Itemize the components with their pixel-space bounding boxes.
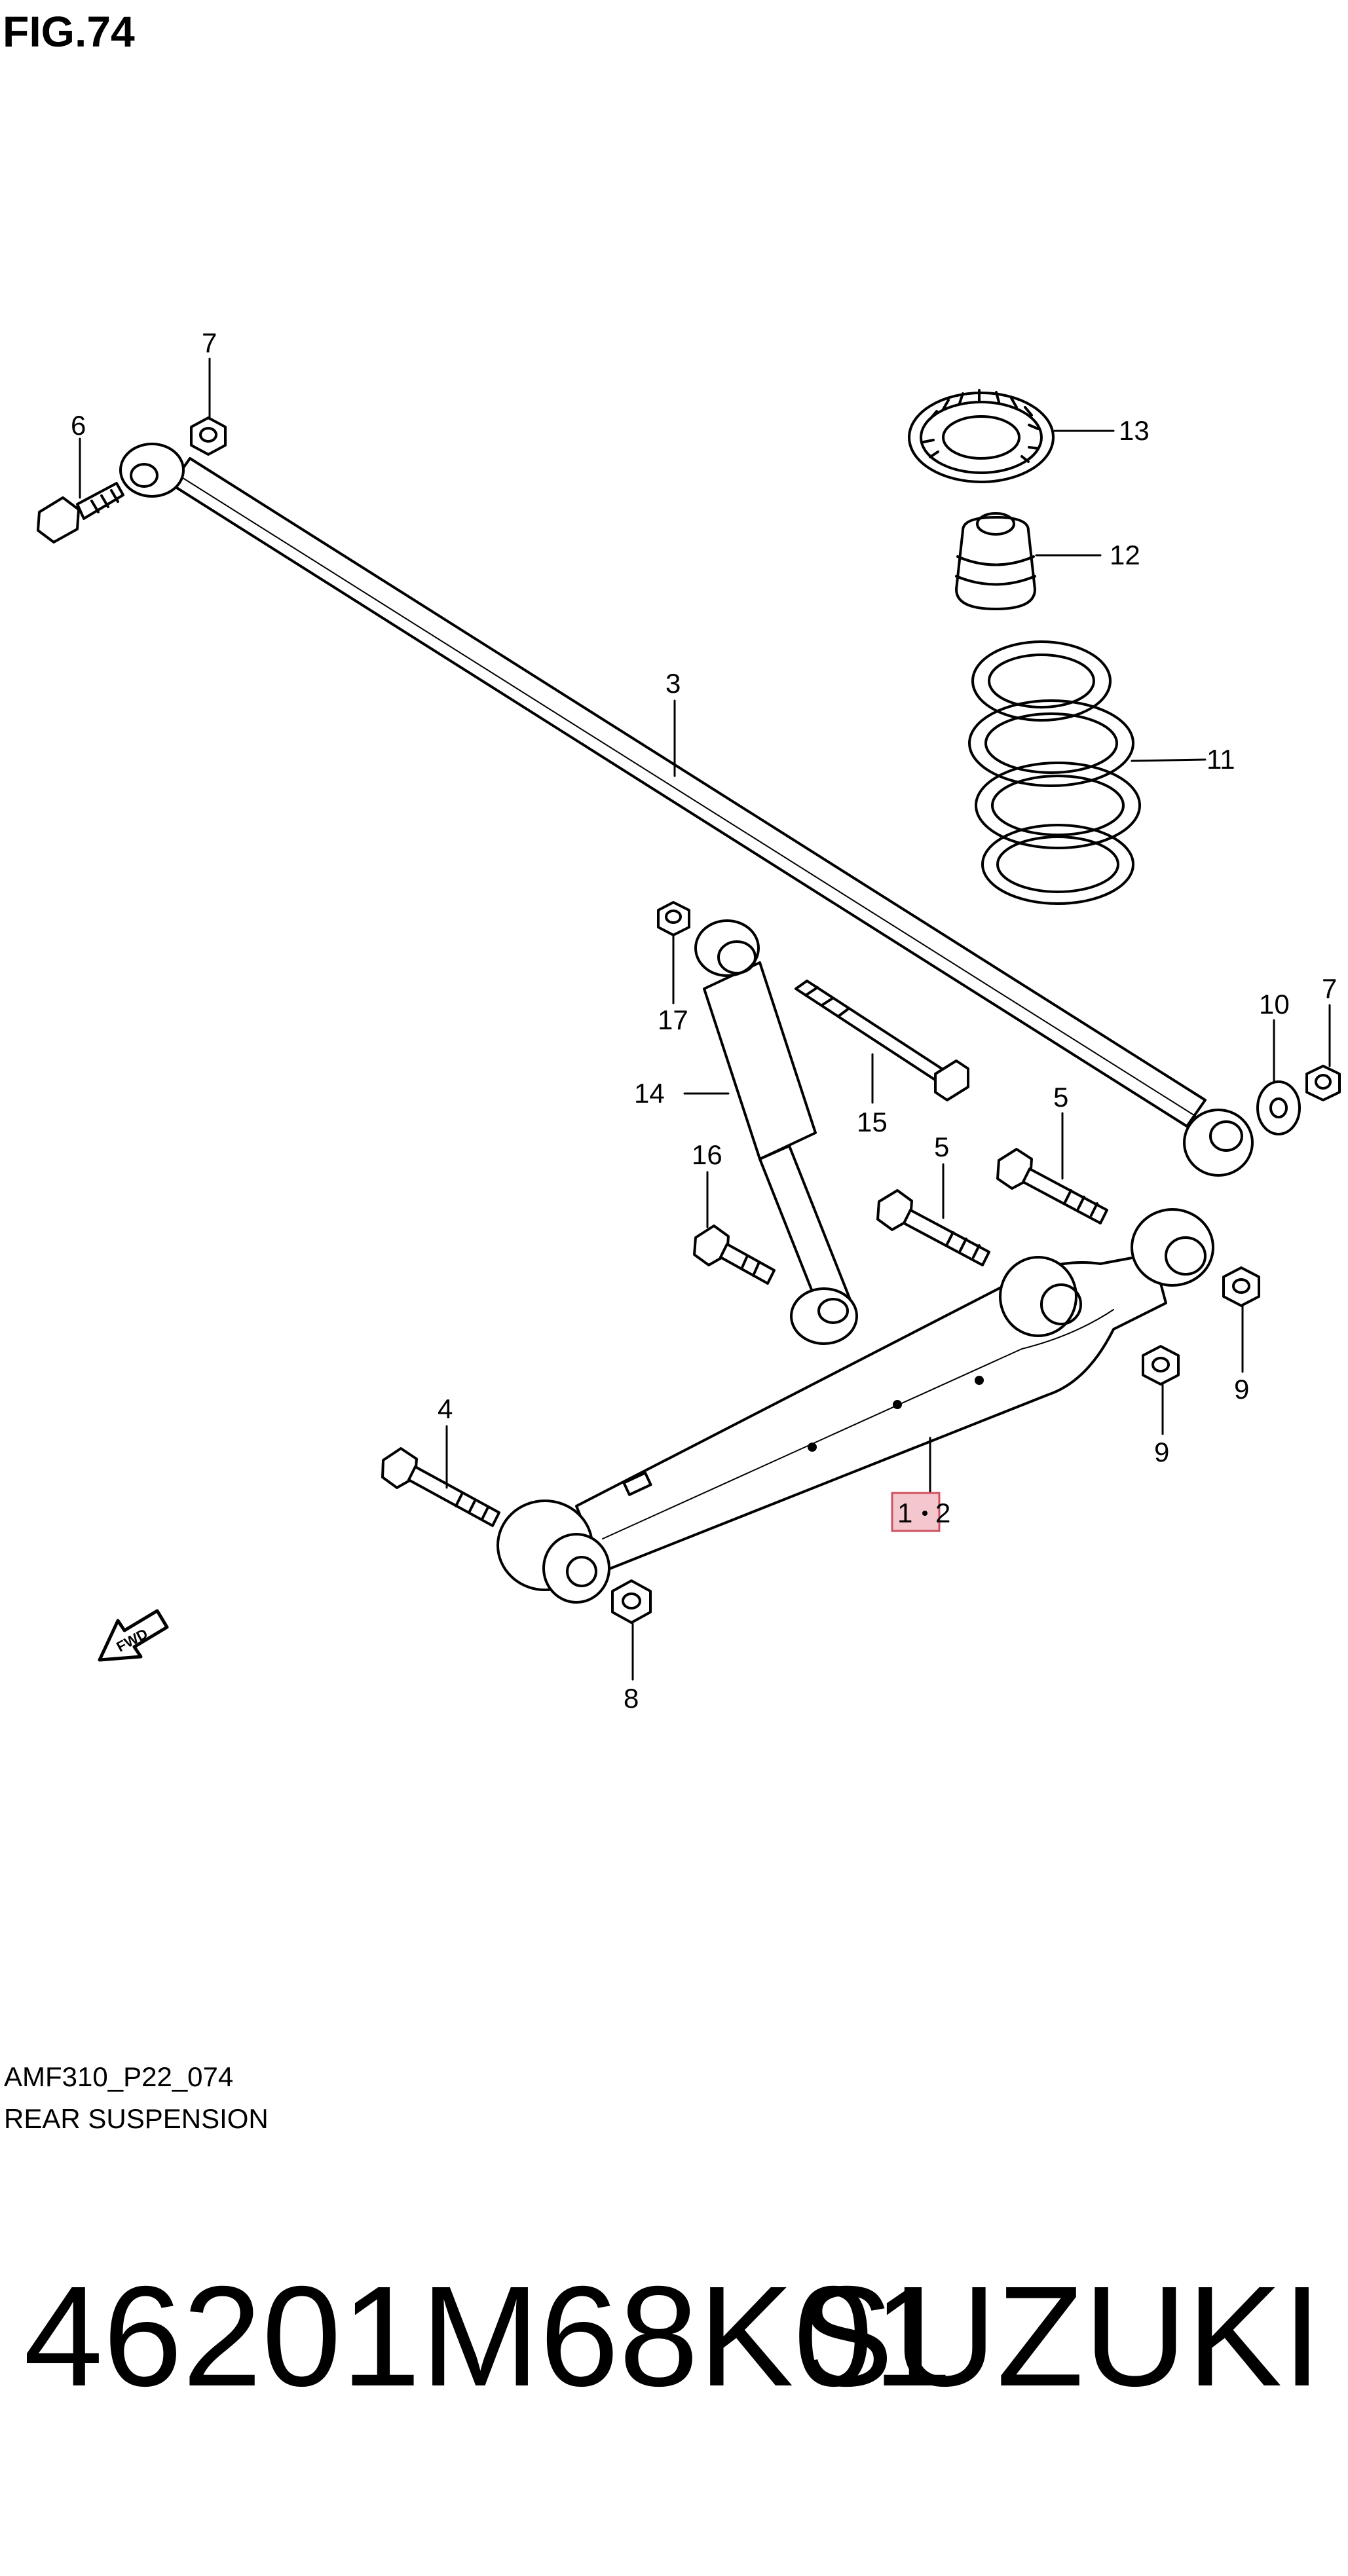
- callout-4: 4: [438, 1393, 453, 1424]
- nut-9-b: [1142, 1345, 1180, 1386]
- callout-17: 17: [658, 1004, 688, 1035]
- callout-7a: 7: [202, 327, 217, 358]
- part-number: 46201M68K01: [24, 2257, 953, 2416]
- bolt-6: [37, 482, 124, 543]
- highlighted-part-box: [891, 1492, 941, 1532]
- drawing-name: REAR SUSPENSION: [4, 2103, 269, 2134]
- washer-10: [1256, 1080, 1301, 1135]
- rear-suspension-diagram: 7 6 13 12 3 11 10 7 17 14 15 5 16 5 9 9 …: [37, 327, 1341, 1714]
- callout-9b: 9: [1154, 1437, 1169, 1467]
- nut-7-upper: [190, 416, 227, 456]
- bolt-5-b: [996, 1148, 1108, 1224]
- callout-5b: 5: [1053, 1082, 1068, 1113]
- callout-5a: 5: [934, 1132, 949, 1162]
- callout-6: 6: [71, 410, 86, 441]
- callout-13: 13: [1119, 415, 1150, 446]
- brand-name: SUZUKI: [798, 2257, 1322, 2416]
- callout-16: 16: [692, 1139, 722, 1170]
- callout-labels: 7 6 13 12 3 11 10 7 17 14 15 5 16 5 9 9 …: [71, 327, 1337, 1714]
- nut-8: [611, 1579, 652, 1624]
- callout-10: 10: [1259, 989, 1290, 1020]
- bolt-4: [381, 1447, 500, 1527]
- bolt-5-a: [876, 1189, 990, 1266]
- bump-stopper-12: [955, 512, 1036, 610]
- nut-17: [657, 901, 690, 936]
- callout-1: 1: [897, 1498, 912, 1528]
- lateral-rod: [119, 443, 1254, 1177]
- callout-11: 11: [1207, 744, 1235, 775]
- trailing-arm-1: [496, 1208, 1214, 1604]
- callout-7b: 7: [1322, 973, 1337, 1004]
- callout-12: 12: [1110, 540, 1140, 570]
- callout-15: 15: [857, 1107, 888, 1137]
- callout-separator-dot: [922, 1511, 927, 1516]
- callout-8: 8: [624, 1683, 639, 1714]
- callout-3: 3: [665, 668, 681, 699]
- nut-7-right: [1305, 1065, 1341, 1101]
- bolt-16: [693, 1224, 776, 1285]
- figure-title: FIG.74: [3, 7, 135, 56]
- callout-14: 14: [634, 1078, 665, 1109]
- bolt-15: [795, 980, 969, 1101]
- spring-seat-13: [908, 389, 1055, 483]
- nut-9-a: [1222, 1266, 1260, 1307]
- callout-2: 2: [935, 1498, 950, 1528]
- drawing-code: AMF310_P22_074: [4, 2061, 234, 2092]
- leader-lines: [79, 358, 1331, 1681]
- fwd-arrow-icon: [98, 1609, 169, 1662]
- callout-9a: 9: [1234, 1374, 1249, 1405]
- shock-absorber-14: [694, 919, 858, 1345]
- coil-spring-11: [968, 640, 1141, 905]
